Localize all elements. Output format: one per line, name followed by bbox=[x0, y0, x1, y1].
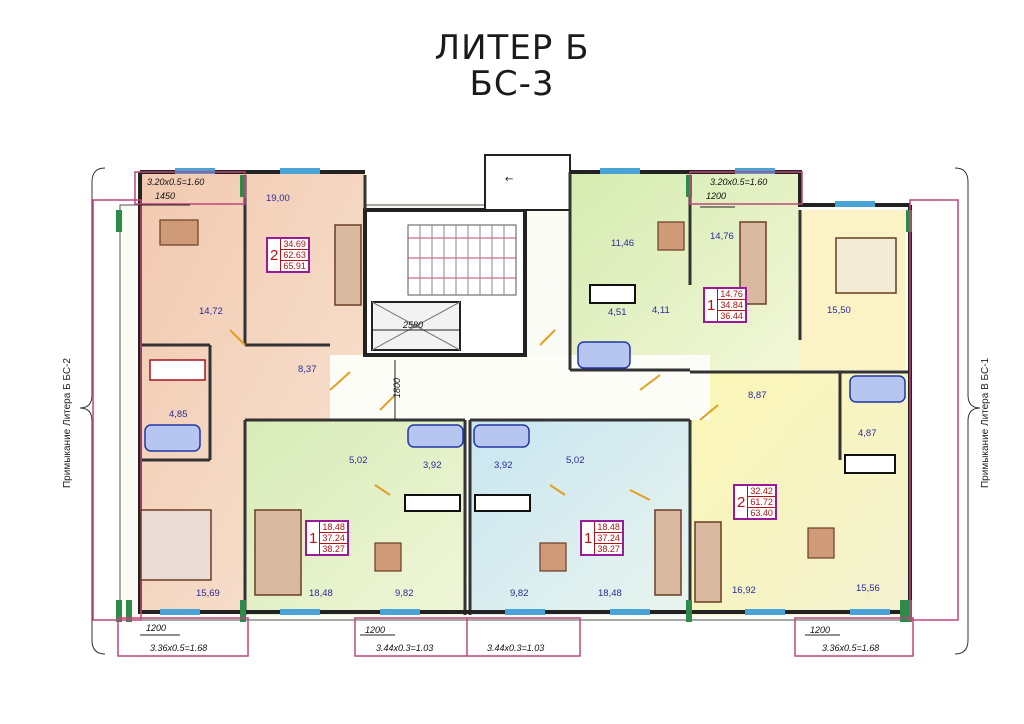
room-area: 8,87 bbox=[748, 390, 767, 401]
dim-1200-bottom-left: 1200 bbox=[146, 623, 167, 633]
room-area: 11,46 bbox=[611, 238, 635, 249]
room-area: 8,37 bbox=[298, 364, 317, 375]
room-area: 14,72 bbox=[199, 306, 223, 317]
room-area: 14,76 bbox=[710, 231, 734, 242]
balcony-dim-bottom-left: 3.36x0.5=1.68 bbox=[150, 643, 208, 653]
apartment-rooms: 1 bbox=[707, 296, 716, 314]
apartment-info-box: 2 32.42 61.72 63.40 bbox=[733, 484, 777, 520]
apartment-total-area-with-balcony: 36.44 bbox=[720, 311, 743, 321]
apartment-rooms: 1 bbox=[309, 529, 318, 547]
apartment-total-area: 62.63 bbox=[281, 250, 308, 261]
zone-right-bottom-apartment bbox=[690, 372, 910, 615]
room-area: 19,00 bbox=[266, 193, 290, 204]
page-title: ЛИТЕР Б bbox=[434, 28, 590, 68]
room-area: 15,56 bbox=[856, 583, 880, 594]
apartment-living-area: 18.48 bbox=[320, 522, 347, 533]
svg-text:←: ← bbox=[505, 174, 513, 185]
adjacency-label-right: Примыкание Литера В БС-1 bbox=[980, 357, 991, 488]
apartment-info-box: 1 18.48 37.24 38.27 bbox=[305, 520, 349, 556]
adjacency-brace-left bbox=[79, 167, 106, 655]
room-area: 9,82 bbox=[510, 588, 529, 599]
apartment-living-area: 32.42 bbox=[748, 486, 775, 497]
dim-1800: 1800 bbox=[392, 377, 402, 398]
corridor bbox=[330, 355, 710, 420]
dim-1450: 1450 bbox=[155, 191, 176, 201]
apartment-rooms: 2 bbox=[737, 493, 746, 511]
room-area: 5,02 bbox=[349, 455, 368, 466]
room-area: 4,11 bbox=[652, 305, 670, 316]
balcony-dim-top-left: 3.20x0.5=1.60 bbox=[147, 177, 205, 187]
room-area: 4,51 bbox=[608, 307, 627, 318]
apartment-total-area: 37.24 bbox=[320, 533, 347, 544]
shaft bbox=[484, 154, 571, 211]
dim-1200-bottom-right: 1200 bbox=[810, 625, 831, 635]
balcony-dim-bottom-right: 3.36x0.5=1.68 bbox=[822, 643, 880, 653]
room-area: 3,92 bbox=[423, 460, 442, 471]
balcony-dim-bottom-center-1: 3.44x0.3=1.03 bbox=[376, 643, 434, 653]
apartment-info-box: 1 18.48 37.24 38.27 bbox=[580, 520, 624, 556]
apartment-info-box: 1 14.76 34.84 36.44 bbox=[703, 287, 747, 323]
adjacency-label-left: Примыкание Литера Б БС-2 bbox=[62, 358, 73, 488]
apartment-total-area: 34.84 bbox=[718, 300, 745, 311]
apartment-total-area: 61.72 bbox=[748, 497, 775, 508]
room-area: 3,92 bbox=[494, 460, 513, 471]
apartment-living-area: 14.76 bbox=[718, 289, 745, 300]
apartment-rooms: 1 bbox=[584, 529, 593, 547]
dim-1200-bottom-center: 1200 bbox=[365, 625, 386, 635]
apartment-total-area-with-balcony: 38.27 bbox=[322, 544, 345, 554]
room-area: 15,50 bbox=[827, 305, 851, 316]
room-area: 4,87 bbox=[858, 428, 877, 439]
adjacency-brace-right bbox=[954, 167, 981, 655]
room-area: 9,82 bbox=[395, 588, 414, 599]
balcony-dim-top-right: 3.20x0.5=1.60 bbox=[710, 177, 768, 187]
dim-1200-top-right: 1200 bbox=[706, 191, 727, 201]
apartment-info-box: 2 34.69 62.63 65.91 bbox=[266, 237, 310, 273]
room-area: 15,69 bbox=[196, 588, 220, 599]
apartment-total-area: 37.24 bbox=[595, 533, 622, 544]
balcony-dim-bottom-center-2: 3.44x0.3=1.03 bbox=[487, 643, 545, 653]
zone-center-right-apartment bbox=[470, 420, 690, 615]
apartment-total-area-with-balcony: 63.40 bbox=[750, 508, 773, 518]
room-area: 5,02 bbox=[566, 455, 585, 466]
dim-2580: 2580 bbox=[403, 320, 424, 330]
apartment-rooms: 2 bbox=[270, 246, 279, 264]
room-area: 16,92 bbox=[732, 585, 756, 596]
page-subtitle: БС-3 bbox=[469, 64, 555, 104]
room-area: 18,48 bbox=[598, 588, 622, 599]
apartment-living-area: 34.69 bbox=[281, 239, 308, 250]
room-area: 18,48 bbox=[309, 588, 333, 599]
apartment-total-area-with-balcony: 38.27 bbox=[597, 544, 620, 554]
apartment-total-area-with-balcony: 65.91 bbox=[283, 261, 306, 271]
room-area: 4,85 bbox=[169, 409, 188, 420]
apartment-living-area: 18.48 bbox=[595, 522, 622, 533]
